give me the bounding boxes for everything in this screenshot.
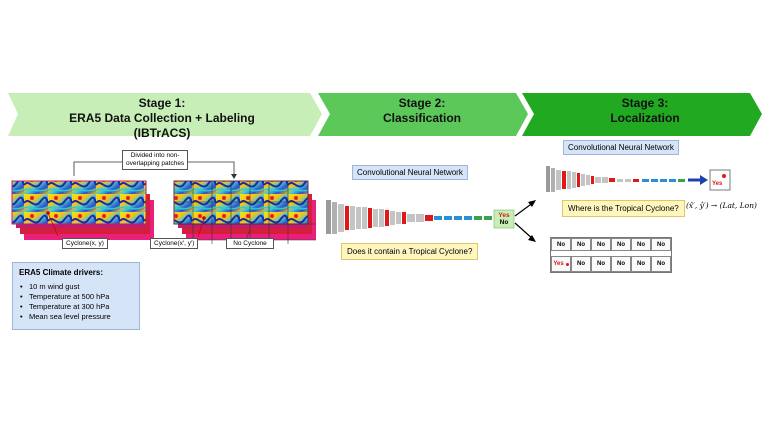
grid-cell-cyclone: Yes — [551, 256, 571, 272]
stage2-title-line1: Stage 2: — [398, 96, 446, 110]
era5-drivers-list: 10 m wind gust Temperature at 500 hPa Te… — [19, 282, 133, 322]
stage2-cnn-diagram — [326, 200, 536, 242]
stage3-output-patch — [709, 169, 731, 191]
driver-item: 10 m wind gust — [19, 282, 133, 292]
stage2-title: Stage 2: Classification — [322, 96, 522, 126]
stage2-output-box — [493, 209, 515, 229]
grid-cell: No — [611, 256, 631, 272]
grid-cyclone-dot — [565, 262, 569, 266]
stage3-title-line2: Localization — [610, 111, 680, 125]
divided-label-line1: Divided into non- — [130, 152, 180, 159]
grid-cell-label: No — [577, 261, 585, 267]
stage3-output-arrowhead — [700, 175, 708, 185]
grid-cell-label: No — [617, 261, 625, 267]
grid-cell-label: No — [597, 261, 605, 267]
cyclone-point — [202, 216, 206, 220]
era5-drivers-box: ERA5 Climate drivers: 10 m wind gust Tem… — [12, 262, 140, 330]
driver-item: Temperature at 500 hPa — [19, 292, 133, 302]
grid-cell-label: Yes — [553, 261, 564, 267]
stage1-title-line2: ERA5 Data Collection + Labeling (IBTrACS… — [69, 111, 255, 140]
driver-item: Mean sea level pressure — [19, 312, 133, 322]
cyclone-pointer — [47, 212, 59, 237]
era5-stack-left — [11, 180, 154, 240]
stage3-cnn-diagram — [546, 166, 731, 192]
stage3-title-line1: Stage 3: — [621, 96, 669, 110]
stage3-cyclone-point — [722, 174, 726, 178]
stage3-yes-label: Yes — [712, 181, 723, 187]
stage2-no-label: No — [499, 219, 509, 226]
grid-cell-label: No — [597, 241, 605, 248]
no-cyclone-label: No Cyclone — [226, 238, 274, 249]
stage1-banner — [8, 93, 322, 136]
cyclone-point — [46, 211, 50, 215]
grid-cell: No — [571, 238, 591, 251]
grid-cell-label: No — [637, 241, 645, 248]
stage1-title: Stage 1: ERA5 Data Collection + Labeling… — [62, 96, 262, 141]
stage3-cnn-layers — [546, 166, 685, 192]
divided-label-line2: overlapping patches — [126, 160, 185, 167]
stage3-question: Where is the Tropical Cyclone? — [562, 200, 685, 217]
cyclone-pointer — [197, 217, 205, 238]
stage3-coordinate-mapping: (x̂′, ŷ′) → (Lat, Lon) — [686, 201, 757, 210]
stage2-cnn-label: Convolutional Neural Network — [352, 165, 468, 180]
grid-cell-label: No — [617, 241, 625, 248]
grid-cell: No — [631, 238, 651, 251]
grid-cell-label: No — [577, 241, 585, 248]
stage1-figure — [11, 161, 316, 244]
grid-cell: No — [571, 256, 591, 272]
grid-cell-label: No — [657, 241, 665, 248]
stage1-title-line1: Stage 1: — [138, 96, 186, 110]
grid-cell: No — [611, 238, 631, 251]
grid-cell: No — [591, 256, 611, 272]
stage3-patch-grid: No No No No No No Yes No No No No No — [550, 237, 672, 273]
cyclone-xy-prime-label: Cyclone(x′, y′) — [150, 238, 199, 249]
grid-cell-label: No — [557, 241, 565, 248]
stage2-yes-arrowhead — [528, 200, 536, 207]
grid-cell-label: No — [657, 261, 665, 267]
stage2-cnn-layers — [326, 200, 492, 234]
no-cyclone-pointer — [245, 229, 251, 240]
grid-cell: No — [631, 256, 651, 272]
stage2-question: Does it contain a Tropical Cyclone? — [341, 243, 479, 260]
stage2-yes-label: Yes — [498, 212, 510, 219]
era5-stack-right — [173, 180, 316, 244]
grid-cell-label: No — [637, 261, 645, 267]
stage2-title-line2: Classification — [382, 111, 462, 125]
divide-arrowhead — [231, 174, 237, 179]
stage2-output-labels: Yes No — [496, 212, 512, 226]
stage3-title: Stage 3: Localization — [540, 96, 750, 126]
grid-cell: No — [591, 238, 611, 251]
grid-cell: No — [651, 238, 671, 251]
cyclone-xy-label: Cyclone(x, y) — [62, 238, 108, 249]
stage2-banner — [318, 93, 528, 136]
era5-drivers-title: ERA5 Climate drivers: — [19, 268, 104, 277]
era5-top-layer — [11, 180, 147, 225]
grid-cell: No — [651, 256, 671, 272]
stage3-cnn-label: Convolutional Neural Network — [563, 140, 679, 155]
grid-cell: No — [551, 238, 571, 251]
stage2-no-arrowhead — [528, 235, 536, 242]
patch-grid — [173, 180, 316, 244]
driver-item: Temperature at 300 hPa — [19, 302, 133, 312]
stage3-banner — [522, 93, 762, 136]
divided-into-patches-label: Divided into non- overlapping patches — [122, 150, 189, 170]
